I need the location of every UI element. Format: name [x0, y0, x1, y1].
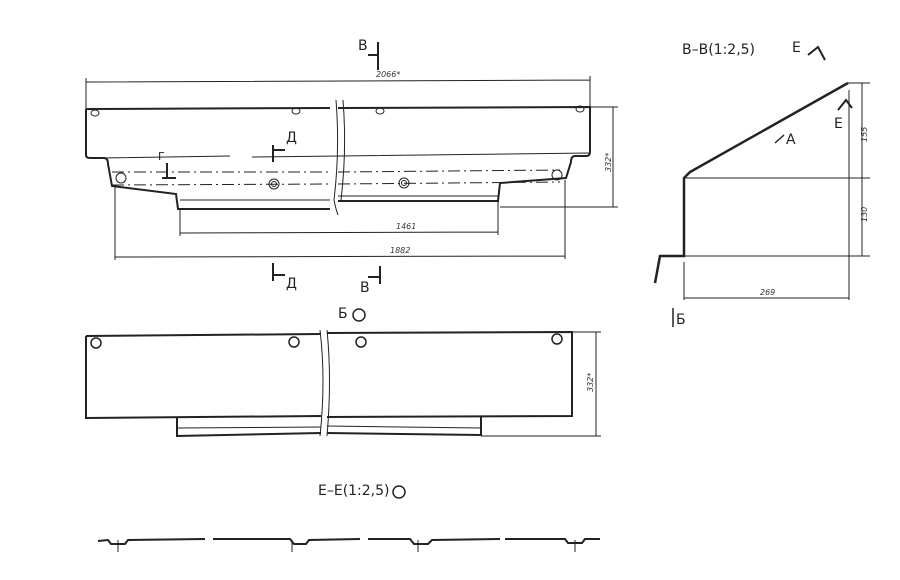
section-mark-d-bottom: Д — [286, 276, 297, 292]
dim-height: 332* — [604, 152, 613, 172]
section-ee-outline — [97, 485, 600, 552]
section-vv-outline — [653, 45, 870, 327]
dim-overall-length: 2066* — [376, 70, 401, 79]
view-b-outline — [85, 308, 601, 438]
section-mark-d-top: Д — [286, 130, 297, 146]
view-mark-b: Б — [676, 312, 686, 328]
dim-upper-height: 155 — [860, 126, 869, 142]
dim-lower-height: 130 — [860, 206, 869, 222]
section-ee-title: Е–Е(1:2,5) — [318, 483, 390, 499]
section-mark-e-top: Е — [792, 40, 801, 56]
section-mark-e-bottom: Е — [834, 116, 843, 132]
view-mark-a: А — [786, 132, 796, 148]
view-b-title: Б — [338, 306, 348, 322]
dim-inner-length: 1461 — [396, 222, 417, 231]
view-b-dim-height: 332* — [586, 372, 595, 392]
dim-width: 269 — [760, 288, 776, 297]
section-vv-title: В–В(1:2,5) — [682, 42, 756, 58]
section-mark-v-top: В — [358, 38, 368, 54]
section-mark-v-bottom: В — [360, 280, 370, 296]
section-mark-g: Г — [158, 150, 165, 163]
dim-hole-span: 1882 — [390, 246, 411, 255]
